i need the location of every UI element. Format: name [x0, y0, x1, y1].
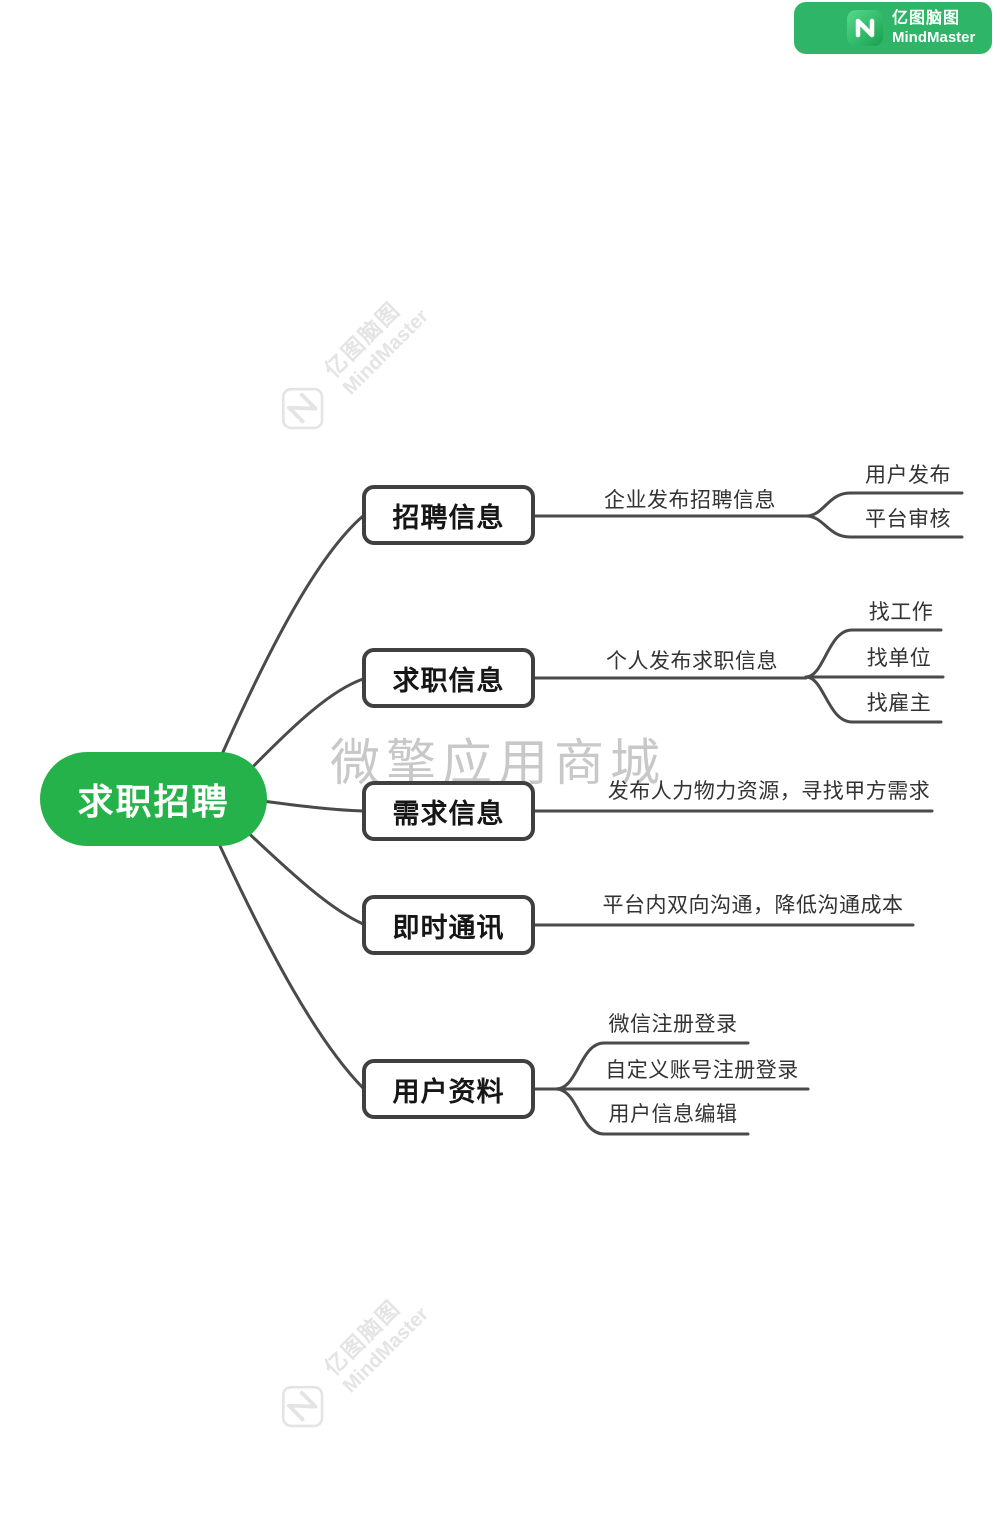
mindmaster-logo-icon — [847, 10, 883, 46]
subtopic-enterprise-publish[interactable]: 企业发布招聘信息 — [604, 489, 776, 512]
mindmaster-badge: 亿图脑图 MindMaster — [794, 2, 992, 54]
subtopic-find-employer[interactable]: 找雇主 — [866, 692, 932, 715]
subtopic-find-company[interactable]: 找单位 — [866, 647, 932, 670]
subtopic-wechat-register[interactable]: 微信注册登录 — [608, 1013, 738, 1036]
connector-branch5-child1 — [554, 1041, 750, 1091]
subtopic-personal-publish[interactable]: 个人发布求职信息 — [606, 650, 778, 673]
subtopic-user-info-edit[interactable]: 用户信息编辑 — [608, 1103, 738, 1126]
subtopic-platform-review[interactable]: 平台审核 — [865, 508, 951, 531]
connector-root-branch3 — [253, 798, 365, 813]
connector-root-branch1 — [213, 514, 365, 772]
connector-branch2-child3 — [804, 675, 943, 724]
connector-root-branch5 — [213, 833, 365, 1090]
badge-text: 亿图脑图 MindMaster — [892, 10, 975, 46]
topic-user-profile[interactable]: 用户资料 — [362, 1059, 535, 1119]
topic-demand-info[interactable]: 需求信息 — [362, 781, 535, 841]
topic-recruit-info[interactable]: 招聘信息 — [362, 485, 535, 545]
connector-branch5-child3 — [554, 1087, 750, 1136]
subtopic-custom-account-register[interactable]: 自定义账号注册登录 — [605, 1059, 799, 1082]
root-topic[interactable]: 求职招聘 — [40, 752, 267, 846]
subtopic-publish-resources[interactable]: 发布人力物力资源，寻找甲方需求 — [607, 780, 931, 803]
subtopic-user-publish[interactable]: 用户发布 — [865, 464, 951, 487]
connector-branch1-child2 — [804, 514, 964, 539]
subtopic-find-job[interactable]: 找工作 — [868, 601, 934, 624]
connector-branch2-child1 — [804, 628, 943, 679]
topic-jobseek-info[interactable]: 求职信息 — [362, 648, 535, 708]
connector-root-branch4 — [238, 823, 365, 926]
badge-brand-en: MindMaster — [892, 28, 976, 46]
connector-root-branch2 — [238, 677, 365, 782]
topic-instant-messaging[interactable]: 即时通讯 — [362, 895, 535, 955]
subtopic-two-way-communication[interactable]: 平台内双向沟通，降低沟通成本 — [602, 894, 904, 917]
badge-brand-cn: 亿图脑图 — [892, 10, 961, 28]
